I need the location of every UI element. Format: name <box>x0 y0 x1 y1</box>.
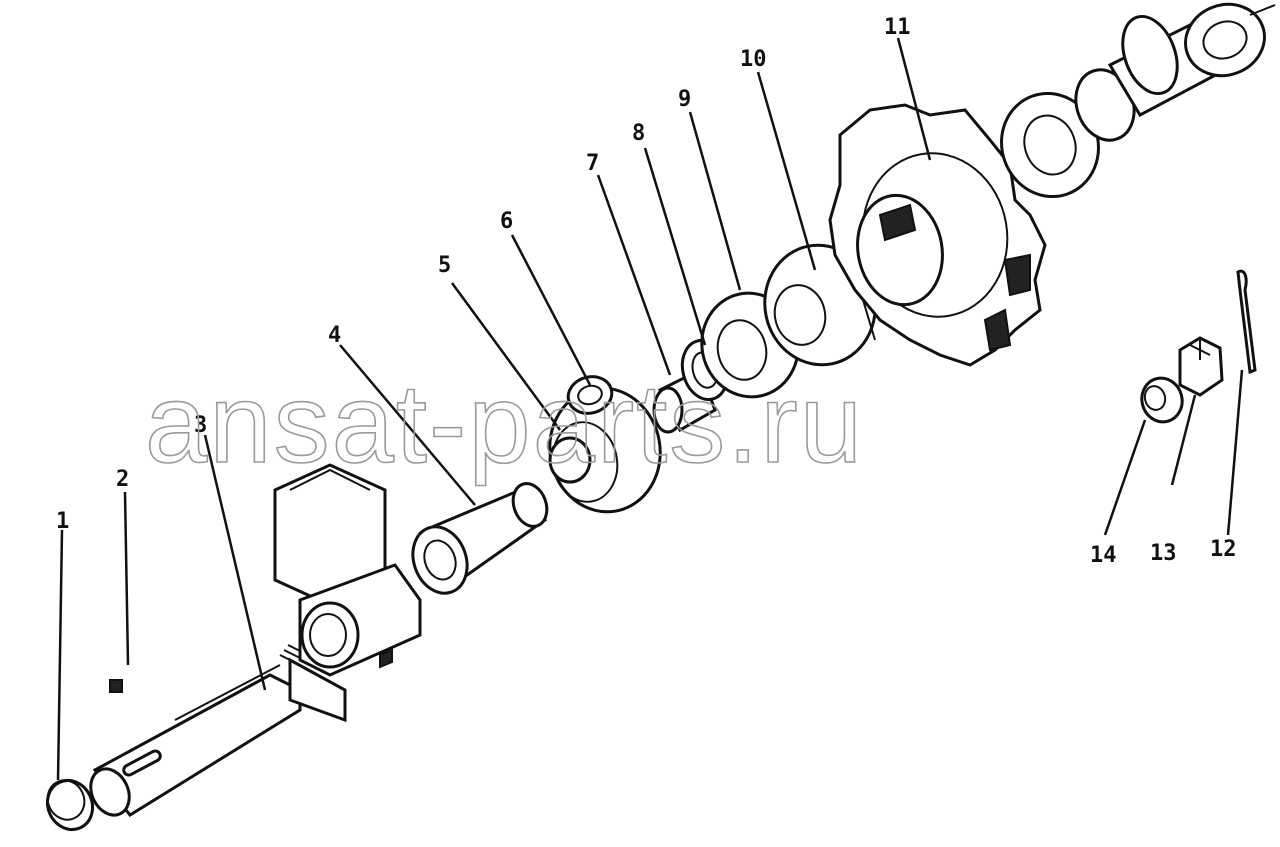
part-5-flange-washer <box>548 386 662 514</box>
callout-labels: 1 2 3 4 5 6 7 8 9 10 11 12 13 14 <box>56 15 1237 568</box>
part-2-key <box>109 679 123 693</box>
part-11-sprocket <box>828 103 1047 367</box>
watermark-text: ansat-parts.ru <box>145 361 864 486</box>
label-part-7: 7 <box>586 151 599 176</box>
label-part-12: 12 <box>1210 537 1237 562</box>
label-part-4: 4 <box>328 323 341 348</box>
upper-washers-and-shaft <box>1000 2 1276 199</box>
part-13-castle-nut <box>1178 336 1224 397</box>
part-12-cotter-pin <box>1236 269 1257 375</box>
label-part-3: 3 <box>194 413 207 438</box>
part-14-washer <box>1140 376 1184 424</box>
label-part-1: 1 <box>56 509 69 534</box>
label-part-2: 2 <box>116 467 129 492</box>
label-part-14: 14 <box>1090 543 1117 568</box>
label-part-13: 13 <box>1150 541 1177 566</box>
part-4-sleeve <box>411 482 549 595</box>
label-part-9: 9 <box>678 87 691 112</box>
part-3-shaft <box>89 644 309 817</box>
label-part-6: 6 <box>500 209 513 234</box>
part-1-end-cap <box>45 779 95 831</box>
label-part-11: 11 <box>884 15 911 40</box>
label-part-10: 10 <box>740 47 767 72</box>
label-part-8: 8 <box>632 121 645 146</box>
label-part-5: 5 <box>438 253 451 278</box>
bracket-housing <box>273 463 422 723</box>
leader-lines <box>56 37 1244 781</box>
